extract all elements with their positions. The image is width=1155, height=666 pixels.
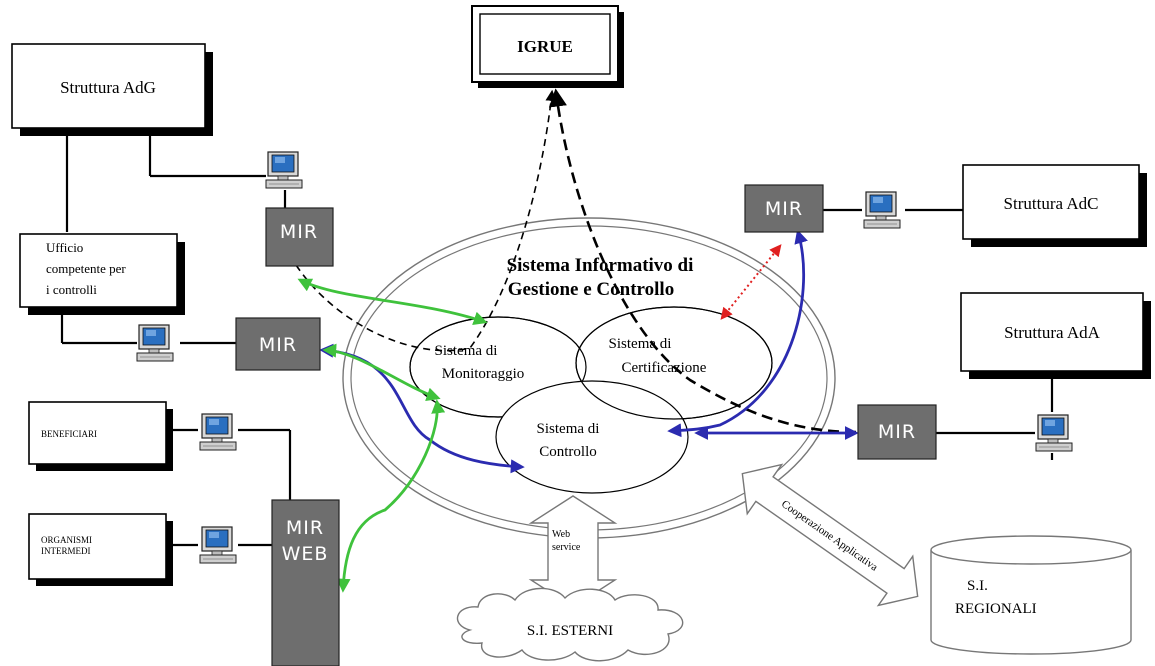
beneficiari-label: BENEFICIARI bbox=[41, 429, 97, 439]
mir-box-adg: MIR bbox=[265, 207, 334, 267]
organismi-label-line2: INTERMEDI bbox=[41, 546, 91, 556]
central-title-line1: Sistema Informativo di bbox=[507, 255, 694, 276]
si-esterni-cloud: S.I. ESTERNI bbox=[456, 587, 684, 662]
computer-icon bbox=[1035, 414, 1073, 452]
mir-box-ada: MIR bbox=[857, 404, 937, 460]
monitoraggio-label-line1: Sistema di bbox=[435, 343, 498, 359]
organismi-intermedi-box: ORGANISMI INTERMEDI bbox=[28, 513, 173, 586]
ufficio-label-line2: competente per bbox=[46, 261, 126, 276]
certificazione-label-line2: Certificazione bbox=[622, 360, 707, 376]
green-arrow-mir-to-monitoraggio bbox=[297, 278, 488, 326]
computer-icon bbox=[265, 151, 303, 189]
si-esterni-label: S.I. ESTERNI bbox=[527, 623, 613, 639]
green-arrows bbox=[297, 278, 488, 593]
mir-web-label-line2: WEB bbox=[282, 543, 329, 565]
igrue-box: IGRUE bbox=[471, 5, 624, 88]
controllo-label-line2: Controllo bbox=[539, 444, 597, 460]
green-arrow-mirweb-to-central bbox=[336, 399, 446, 593]
ufficio-label-line1: Ufficio bbox=[46, 240, 83, 255]
controllo-ellipse bbox=[495, 380, 689, 494]
mir-box-adc: MIR bbox=[744, 184, 824, 233]
cooperazione-label: Cooperazione Applicativa bbox=[779, 498, 880, 574]
mir-web-box: MIR WEB bbox=[271, 499, 340, 666]
mir-box-ufficio: MIR bbox=[235, 317, 321, 371]
mir-label: MIR bbox=[765, 198, 803, 220]
struttura-adg-box: Struttura AdG bbox=[11, 43, 213, 136]
monitoraggio-label-line2: Monitoraggio bbox=[442, 366, 525, 382]
beneficiari-box: BENEFICIARI bbox=[28, 401, 173, 471]
dashed-arrow-mir-to-igrue bbox=[295, 89, 557, 352]
igrue-label: IGRUE bbox=[517, 37, 573, 56]
ufficio-controlli-box: Ufficio competente per i controlli bbox=[19, 233, 185, 315]
mir-label: MIR bbox=[259, 334, 297, 356]
ufficio-label-line3: i controlli bbox=[46, 282, 97, 297]
struttura-ada-label: Struttura AdA bbox=[1004, 323, 1101, 342]
web-service-label-line1: Web bbox=[552, 529, 570, 540]
si-regionali-label-line2: REGIONALI bbox=[955, 601, 1037, 617]
computer-icon bbox=[136, 324, 174, 362]
struttura-adg-label: Struttura AdG bbox=[60, 78, 156, 97]
mir-label: MIR bbox=[878, 421, 916, 443]
computer-icon bbox=[863, 191, 901, 229]
green-arrow-mir-to-central bbox=[322, 343, 441, 401]
computer-icon bbox=[199, 413, 237, 451]
blue-arrow-mir-adc-to-controllo bbox=[667, 229, 808, 438]
si-regionali-label-line1: S.I. bbox=[967, 578, 988, 594]
organismi-label-line1: ORGANISMI bbox=[41, 535, 92, 545]
web-service-label-line2: service bbox=[552, 542, 581, 553]
computer-icon bbox=[199, 526, 237, 564]
controllo-label-line1: Sistema di bbox=[537, 421, 600, 437]
struttura-ada-box: Struttura AdA bbox=[960, 292, 1151, 379]
connector-lines bbox=[60, 123, 1054, 547]
central-title-line2: Gestione e Controllo bbox=[508, 279, 674, 300]
struttura-adc-box: Struttura AdC bbox=[962, 164, 1147, 247]
struttura-adc-label: Struttura AdC bbox=[1004, 194, 1099, 213]
mir-label: MIR bbox=[280, 221, 318, 243]
red-dotted-arrow bbox=[720, 244, 782, 320]
certificazione-label-line1: Sistema di bbox=[609, 336, 672, 352]
si-regionali-database: S.I. REGIONALI bbox=[930, 535, 1132, 655]
cooperazione-applicativa-arrow: Cooperazione Applicativa bbox=[741, 463, 919, 607]
web-service-arrow: Web service bbox=[528, 495, 618, 608]
mir-web-label-line1: MIR bbox=[286, 517, 324, 539]
